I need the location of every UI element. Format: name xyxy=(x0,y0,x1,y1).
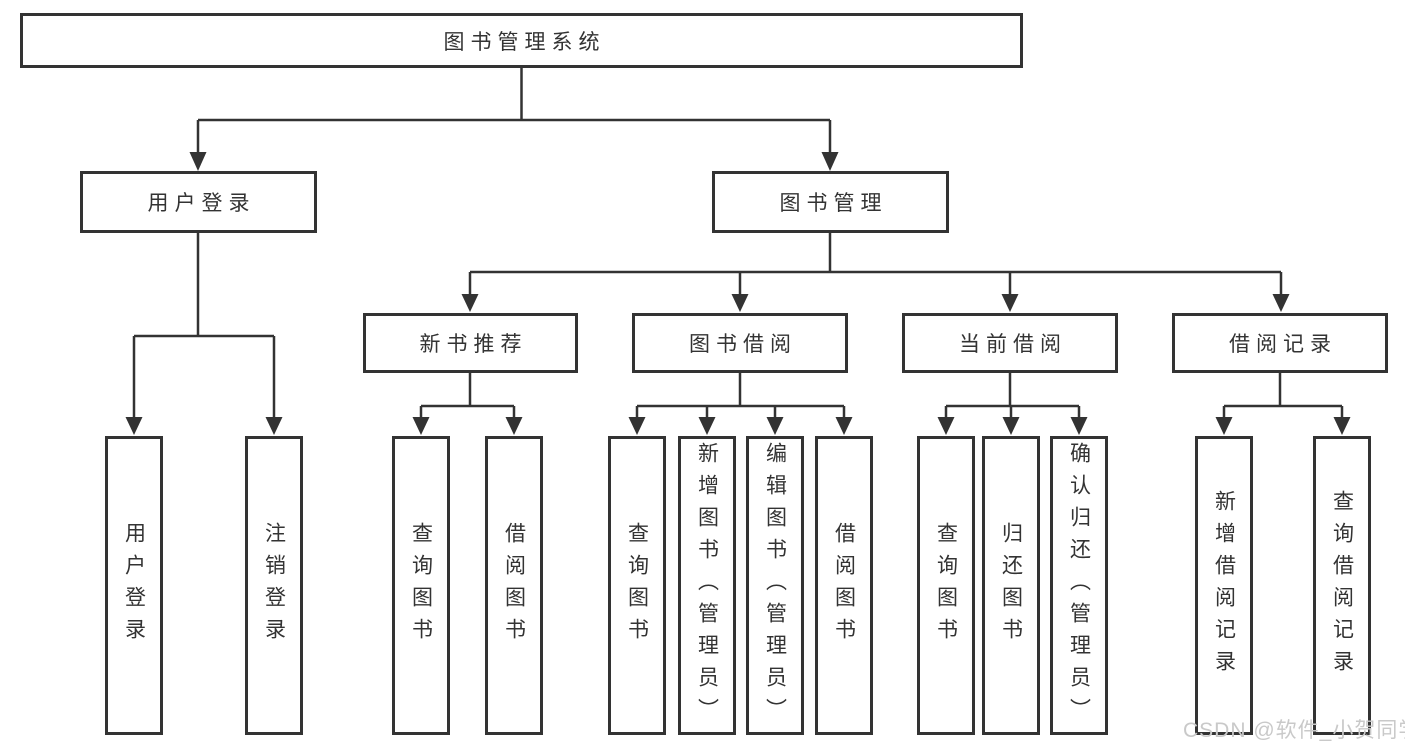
node-book-management-branch-label: 图书管理 xyxy=(779,192,888,215)
node-borrow-records: 借阅记录 xyxy=(1172,313,1388,373)
arrow-down-icon xyxy=(766,417,784,435)
node-book-borrow: 图书借阅 xyxy=(632,313,848,373)
node-current-borrow: 当前借阅 xyxy=(902,313,1118,373)
connector-line xyxy=(419,373,516,419)
leaf-logout: 注销登录 xyxy=(245,436,303,735)
arrow-down-icon xyxy=(1272,294,1290,312)
leaf-user-login-label: 用户登录 xyxy=(122,521,146,650)
connector-line xyxy=(635,373,846,419)
arrow-down-icon xyxy=(125,417,143,435)
node-borrow-records-label: 借阅记录 xyxy=(1229,333,1337,356)
leaf-query-borrow-record: 查询借阅记录 xyxy=(1313,436,1371,735)
arrow-down-icon xyxy=(628,417,646,435)
arrow-down-icon xyxy=(1215,417,1233,435)
node-book-borrow-label: 图书借阅 xyxy=(689,333,797,356)
node-root-label: 图书管理系统 xyxy=(443,30,606,54)
arrow-down-icon xyxy=(412,417,430,435)
node-current-borrow-label: 当前借阅 xyxy=(959,333,1067,356)
leaf-add-borrow-record: 新增借阅记录 xyxy=(1195,436,1253,735)
leaf-return-book-label: 归还图书 xyxy=(999,521,1023,650)
node-user-login-branch-label: 用户登录 xyxy=(147,192,256,215)
arrow-down-icon xyxy=(1002,417,1020,435)
leaf-query-books-recommend: 查询图书 xyxy=(392,436,450,735)
leaf-confirm-return-admin: 确认归还（管理员） xyxy=(1050,436,1108,735)
arrow-down-icon xyxy=(265,417,283,435)
leaf-edit-book-admin: 编辑图书（管理员） xyxy=(746,436,804,735)
leaf-query-books-current: 查询图书 xyxy=(917,436,975,735)
leaf-add-borrow-record-label: 新增借阅记录 xyxy=(1212,489,1236,682)
leaf-logout-label: 注销登录 xyxy=(262,521,286,650)
watermark: CSDN @软件_小贺同学 xyxy=(1183,719,1405,742)
arrow-down-icon xyxy=(1333,417,1351,435)
leaf-query-books-recommend-label: 查询图书 xyxy=(409,521,433,650)
arrow-down-icon xyxy=(505,417,523,435)
leaf-borrow-books: 借阅图书 xyxy=(815,436,873,735)
leaf-confirm-return-admin-label: 确认归还（管理员） xyxy=(1067,441,1091,730)
connector-line xyxy=(196,68,832,152)
node-root: 图书管理系统 xyxy=(20,13,1023,68)
connector-line xyxy=(468,233,1283,294)
connector-line xyxy=(132,233,276,417)
leaf-borrow-books-recommend: 借阅图书 xyxy=(485,436,543,735)
node-book-management-branch: 图书管理 xyxy=(712,171,949,233)
connector-line xyxy=(944,373,1081,419)
arrow-down-icon xyxy=(1001,294,1019,312)
leaf-query-books-borrow-label: 查询图书 xyxy=(625,521,649,650)
leaf-borrow-books-recommend-label: 借阅图书 xyxy=(502,521,526,650)
arrow-down-icon xyxy=(821,152,839,171)
leaf-query-books-current-label: 查询图书 xyxy=(934,521,958,650)
arrow-down-icon xyxy=(937,417,955,435)
arrow-down-icon xyxy=(189,152,207,171)
arrow-down-icon xyxy=(461,294,479,312)
arrow-down-icon xyxy=(698,417,716,435)
leaf-add-book-admin: 新增图书（管理员） xyxy=(678,436,736,735)
leaf-return-book: 归还图书 xyxy=(982,436,1040,735)
connector-line xyxy=(1222,373,1344,419)
node-new-book-recommend-label: 新书推荐 xyxy=(419,333,528,356)
arrow-down-icon xyxy=(835,417,853,435)
leaf-query-books-borrow: 查询图书 xyxy=(608,436,666,735)
arrow-down-icon xyxy=(731,294,749,312)
leaf-user-login: 用户登录 xyxy=(105,436,163,735)
node-new-book-recommend: 新书推荐 xyxy=(363,313,578,373)
leaf-query-borrow-record-label: 查询借阅记录 xyxy=(1330,489,1354,682)
leaf-add-book-admin-label: 新增图书（管理员） xyxy=(695,441,719,730)
leaf-edit-book-admin-label: 编辑图书（管理员） xyxy=(763,441,787,730)
leaf-borrow-books-label: 借阅图书 xyxy=(832,521,856,650)
node-user-login-branch: 用户登录 xyxy=(80,171,317,233)
arrow-down-icon xyxy=(1070,417,1088,435)
